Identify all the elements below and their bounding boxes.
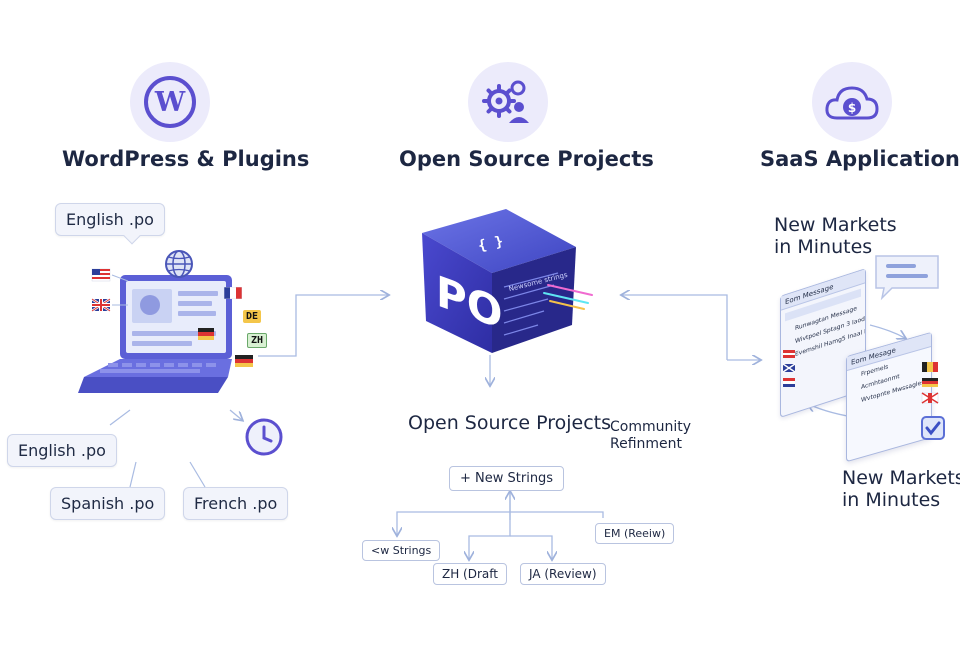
column-heading-open-source: Open Source Projects <box>399 147 654 171</box>
cloud-dollar-icon: $ <box>825 86 879 120</box>
bubble-pointers <box>129 461 206 488</box>
arrow-wordpress-to-cube <box>258 295 388 357</box>
tree-node-zh-draft: ZH (Draft <box>433 563 507 585</box>
cube-front-face <box>422 233 492 353</box>
cube-top-face <box>422 209 576 273</box>
chat-bubble-icon <box>875 255 939 301</box>
wordpress-logo-icon: W <box>144 76 196 128</box>
flag-us-icon <box>91 268 111 282</box>
markets-bottom-line2: in Minutes <box>842 489 941 511</box>
tree-node-strings: <w Strings <box>362 540 441 561</box>
language-tag-zh: ZH <box>247 333 268 348</box>
markets-top-line2: in Minutes <box>774 236 873 258</box>
saas-icon-circle: $ <box>812 62 892 142</box>
svg-text:W: W <box>154 87 186 118</box>
wordpress-icon-circle: W <box>130 62 210 142</box>
arrow-to-clock <box>229 409 242 420</box>
community-label-line2: Refinment <box>610 436 683 452</box>
column-heading-wordpress: WordPress & Plugins <box>62 147 310 171</box>
bubble-english-po-top-label: English .po <box>66 210 154 229</box>
bubble-english-po-left: English .po <box>7 434 117 467</box>
open-source-icon-circle <box>468 62 548 142</box>
bubble-english-po-top: English .po <box>55 203 165 245</box>
tree-line-mid-right <box>510 535 552 559</box>
tree-node-new-strings: + New Strings <box>449 466 565 491</box>
flag-france-icon <box>224 287 242 299</box>
column-heading-saas: SaaS Applications <box>760 147 960 171</box>
bubble-french-po-label: French .po <box>194 494 278 513</box>
checkbox-checked-icon <box>921 416 945 440</box>
globe-icon <box>165 250 193 278</box>
flag-uk-icon <box>91 297 111 313</box>
arrow-saas-swap-top <box>869 324 905 338</box>
po-cube <box>422 209 593 353</box>
markets-bottom-line1: New Markets <box>842 467 960 489</box>
tree-line-mid-left <box>469 512 511 559</box>
tree-line-right <box>510 511 604 518</box>
bubble-french-po: French .po <box>183 487 289 520</box>
tree-line-left <box>397 488 511 535</box>
language-tag-de: DE <box>243 310 262 323</box>
arrow-saas-to-cube <box>622 295 728 360</box>
flag-germany-icon <box>235 355 253 367</box>
tree-node-ja-review: JA (Review) <box>520 563 606 585</box>
saas-window-front-flags <box>921 362 939 404</box>
pointer-english-bubble <box>109 409 131 426</box>
community-label-line1: Community <box>610 419 692 435</box>
gears-person-icon <box>482 80 529 123</box>
clock-icon <box>245 418 283 456</box>
svg-text:$: $ <box>848 101 856 115</box>
bubble-english-po-left-label: English .po <box>18 441 106 460</box>
bubble-spanish-po-label: Spanish .po <box>61 494 155 513</box>
saas-window-back-flags <box>783 350 796 387</box>
bubble-spanish-po: Spanish .po <box>50 487 166 520</box>
markets-top-line1: New Markets <box>774 214 897 236</box>
center-caption: Open Source Projects <box>408 412 611 434</box>
flag-germany-small-icon <box>198 328 214 340</box>
tree-node-em-review: EM (Reeiw) <box>595 523 675 544</box>
